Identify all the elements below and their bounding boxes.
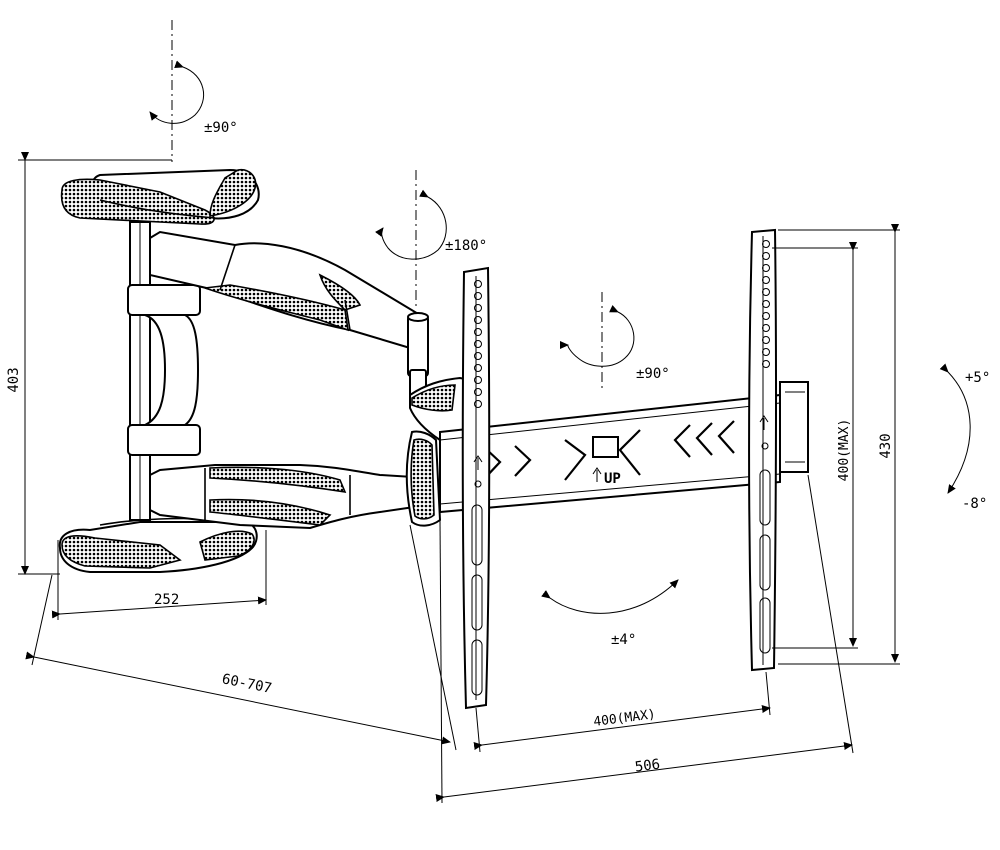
label-tilt-down: -8° <box>962 496 987 512</box>
label-swivel-plate: ±90° <box>636 366 670 382</box>
label-rotate: ±4° <box>611 632 636 648</box>
tv-bracket-right <box>748 228 778 672</box>
label-tilt-up: +5° <box>965 370 990 386</box>
label-arm-width: 252 <box>154 592 179 608</box>
up-mark: UP <box>473 455 621 488</box>
label-plate-height: 430 <box>878 433 894 458</box>
upper-arm <box>149 230 429 401</box>
rotation-arrows <box>149 60 971 614</box>
dimension-lines <box>18 152 900 804</box>
label-vesa-vertical: 400(MAX) <box>837 419 852 482</box>
label-plate-width: 506 <box>634 757 661 776</box>
lower-arm <box>149 464 432 530</box>
tv-bracket-left <box>461 266 491 710</box>
label-swivel-mid: ±180° <box>445 238 487 254</box>
up-mark-label: UP <box>604 471 621 487</box>
wall-plate <box>58 168 260 573</box>
mounting-rail <box>439 381 809 514</box>
label-extension: 60-707 <box>220 671 273 697</box>
label-arm-height: 403 <box>6 367 22 392</box>
label-swivel-top: ±90° <box>204 120 238 136</box>
tilt-head <box>405 376 472 527</box>
